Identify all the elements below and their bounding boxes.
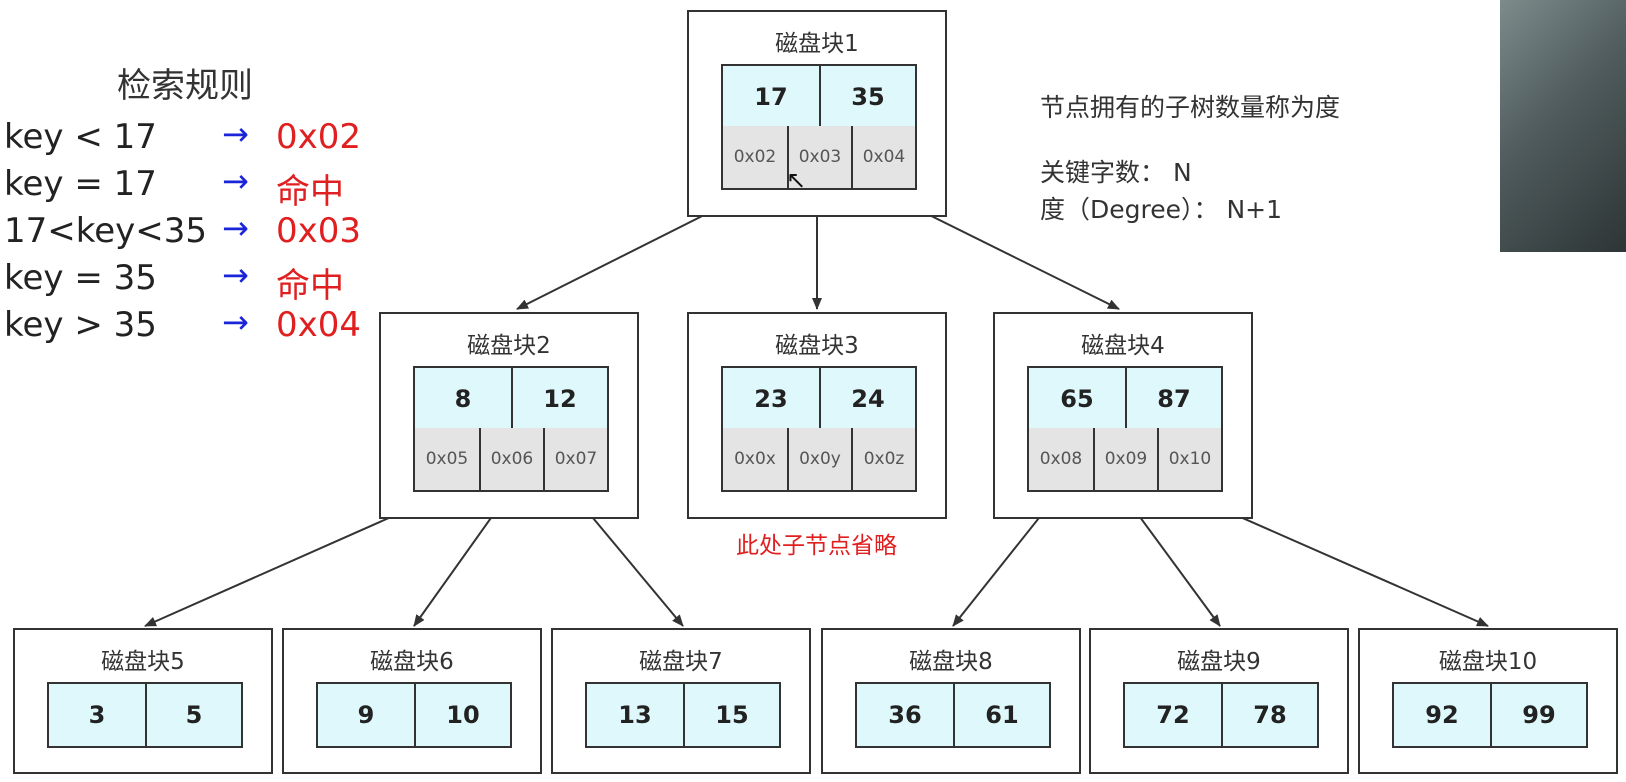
key-row: 92 99 bbox=[1392, 682, 1588, 748]
disk-block-8: 磁盘块8 36 61 bbox=[821, 628, 1081, 774]
key-row: 17 35 bbox=[721, 64, 917, 130]
block-title: 磁盘块9 bbox=[1177, 649, 1261, 675]
key-cell: 3 bbox=[49, 684, 145, 746]
key-cell: 8 bbox=[415, 368, 511, 430]
pointer-cell: 0x05 bbox=[415, 428, 479, 490]
rule-result: 命中 bbox=[276, 266, 344, 306]
key-cell: 23 bbox=[723, 368, 819, 430]
rule-row: key = 17 → 命中 bbox=[4, 162, 364, 212]
block-title: 磁盘块5 bbox=[101, 649, 185, 675]
right-arrow-icon: → bbox=[222, 303, 249, 341]
rules-title: 检索规则 bbox=[117, 66, 253, 106]
pointer-cell: 0x02 bbox=[723, 126, 787, 188]
disk-block-2: 磁盘块2 8 12 0x05 0x06 0x07 bbox=[379, 312, 639, 519]
pointer-cell: 0x06 bbox=[479, 428, 543, 490]
block-title: 磁盘块1 bbox=[775, 31, 859, 57]
block-title: 磁盘块6 bbox=[370, 649, 454, 675]
key-cell: 13 bbox=[587, 684, 683, 746]
right-arrow-icon: → bbox=[222, 162, 249, 200]
rule-row: key < 17 → 0x02 bbox=[4, 115, 364, 161]
key-row: 3 5 bbox=[47, 682, 243, 748]
degree-definition-note: 节点拥有的子树数量称为度 bbox=[1040, 93, 1341, 122]
rule-condition: key > 35 bbox=[4, 305, 157, 345]
key-row: 13 15 bbox=[585, 682, 781, 748]
pointer-cell: 0x0x bbox=[723, 428, 787, 490]
block-title: 磁盘块4 bbox=[1081, 333, 1165, 359]
key-cell: 35 bbox=[819, 66, 915, 128]
disk-block-10: 磁盘块10 92 99 bbox=[1358, 628, 1618, 774]
key-cell: 78 bbox=[1221, 684, 1317, 746]
rule-condition: key = 17 bbox=[4, 164, 157, 204]
disk-block-7: 磁盘块7 13 15 bbox=[551, 628, 811, 774]
pointer-cell: 0x04 bbox=[851, 126, 915, 188]
right-arrow-icon: → bbox=[222, 256, 249, 294]
key-cell: 15 bbox=[683, 684, 779, 746]
key-row: 8 12 bbox=[413, 366, 609, 432]
key-cell: 72 bbox=[1125, 684, 1221, 746]
block-title: 磁盘块10 bbox=[1438, 649, 1538, 675]
key-cell: 65 bbox=[1029, 368, 1125, 430]
omitted-children-label: 此处子节点省略 bbox=[736, 533, 897, 559]
key-cell: 99 bbox=[1490, 684, 1586, 746]
disk-block-6: 磁盘块6 9 10 bbox=[282, 628, 542, 774]
key-cell: 92 bbox=[1394, 684, 1490, 746]
pointer-cell: 0x07 bbox=[543, 428, 607, 490]
key-cell: 12 bbox=[511, 368, 607, 430]
pointer-cell: 0x03 bbox=[787, 126, 851, 188]
mouse-cursor-icon: ↖ bbox=[786, 166, 807, 194]
rule-result: 命中 bbox=[276, 172, 344, 212]
key-cell: 36 bbox=[857, 684, 953, 746]
disk-block-4: 磁盘块4 65 87 0x08 0x09 0x10 bbox=[993, 312, 1253, 519]
rule-row: key = 35 → 命中 bbox=[4, 256, 364, 306]
pointer-row: 0x08 0x09 0x10 bbox=[1027, 428, 1223, 492]
block-title: 磁盘块2 bbox=[467, 333, 551, 359]
right-arrow-icon: → bbox=[222, 115, 249, 153]
rule-result: 0x03 bbox=[276, 211, 362, 251]
pointer-row: 0x05 0x06 0x07 bbox=[413, 428, 609, 492]
key-cell: 10 bbox=[414, 684, 510, 746]
rule-row: key > 35 → 0x04 bbox=[4, 303, 364, 349]
key-row: 65 87 bbox=[1027, 366, 1223, 432]
key-row: 9 10 bbox=[316, 682, 512, 748]
disk-block-3: 磁盘块3 23 24 0x0x 0x0y 0x0z bbox=[687, 312, 947, 519]
rule-condition: 17<key<35 bbox=[4, 211, 208, 251]
pointer-cell: 0x09 bbox=[1093, 428, 1157, 490]
disk-block-9: 磁盘块9 72 78 bbox=[1089, 628, 1349, 774]
pointer-cell: 0x0y bbox=[787, 428, 851, 490]
key-cell: 5 bbox=[145, 684, 241, 746]
rule-result: 0x02 bbox=[276, 117, 362, 157]
block-title: 磁盘块3 bbox=[775, 333, 859, 359]
pointer-row: 0x0x 0x0y 0x0z bbox=[721, 428, 917, 492]
key-row: 23 24 bbox=[721, 366, 917, 432]
pointer-cell: 0x08 bbox=[1029, 428, 1093, 490]
key-cell: 9 bbox=[318, 684, 414, 746]
pointer-row: 0x02 0x03 0x04 bbox=[721, 126, 917, 190]
degree-formula-note: 度（Degree）： N+1 bbox=[1040, 195, 1282, 224]
disk-block-5: 磁盘块5 3 5 bbox=[13, 628, 273, 774]
key-cell: 87 bbox=[1125, 368, 1221, 430]
block-title: 磁盘块7 bbox=[639, 649, 723, 675]
webcam-overlay bbox=[1500, 0, 1626, 252]
disk-block-1: 磁盘块1 17 35 0x02 0x03 0x04 bbox=[687, 10, 947, 217]
key-row: 36 61 bbox=[855, 682, 1051, 748]
key-cell: 17 bbox=[723, 66, 819, 128]
key-count-note: 关键字数： N bbox=[1040, 158, 1192, 187]
right-arrow-icon: → bbox=[222, 209, 249, 247]
key-row: 72 78 bbox=[1123, 682, 1319, 748]
rule-row: 17<key<35 → 0x03 bbox=[4, 209, 364, 255]
pointer-cell: 0x0z bbox=[851, 428, 915, 490]
block-title: 磁盘块8 bbox=[909, 649, 993, 675]
rule-condition: key = 35 bbox=[4, 258, 157, 298]
key-cell: 24 bbox=[819, 368, 915, 430]
rule-condition: key < 17 bbox=[4, 117, 157, 157]
pointer-cell: 0x10 bbox=[1157, 428, 1221, 490]
rule-result: 0x04 bbox=[276, 305, 362, 345]
key-cell: 61 bbox=[953, 684, 1049, 746]
